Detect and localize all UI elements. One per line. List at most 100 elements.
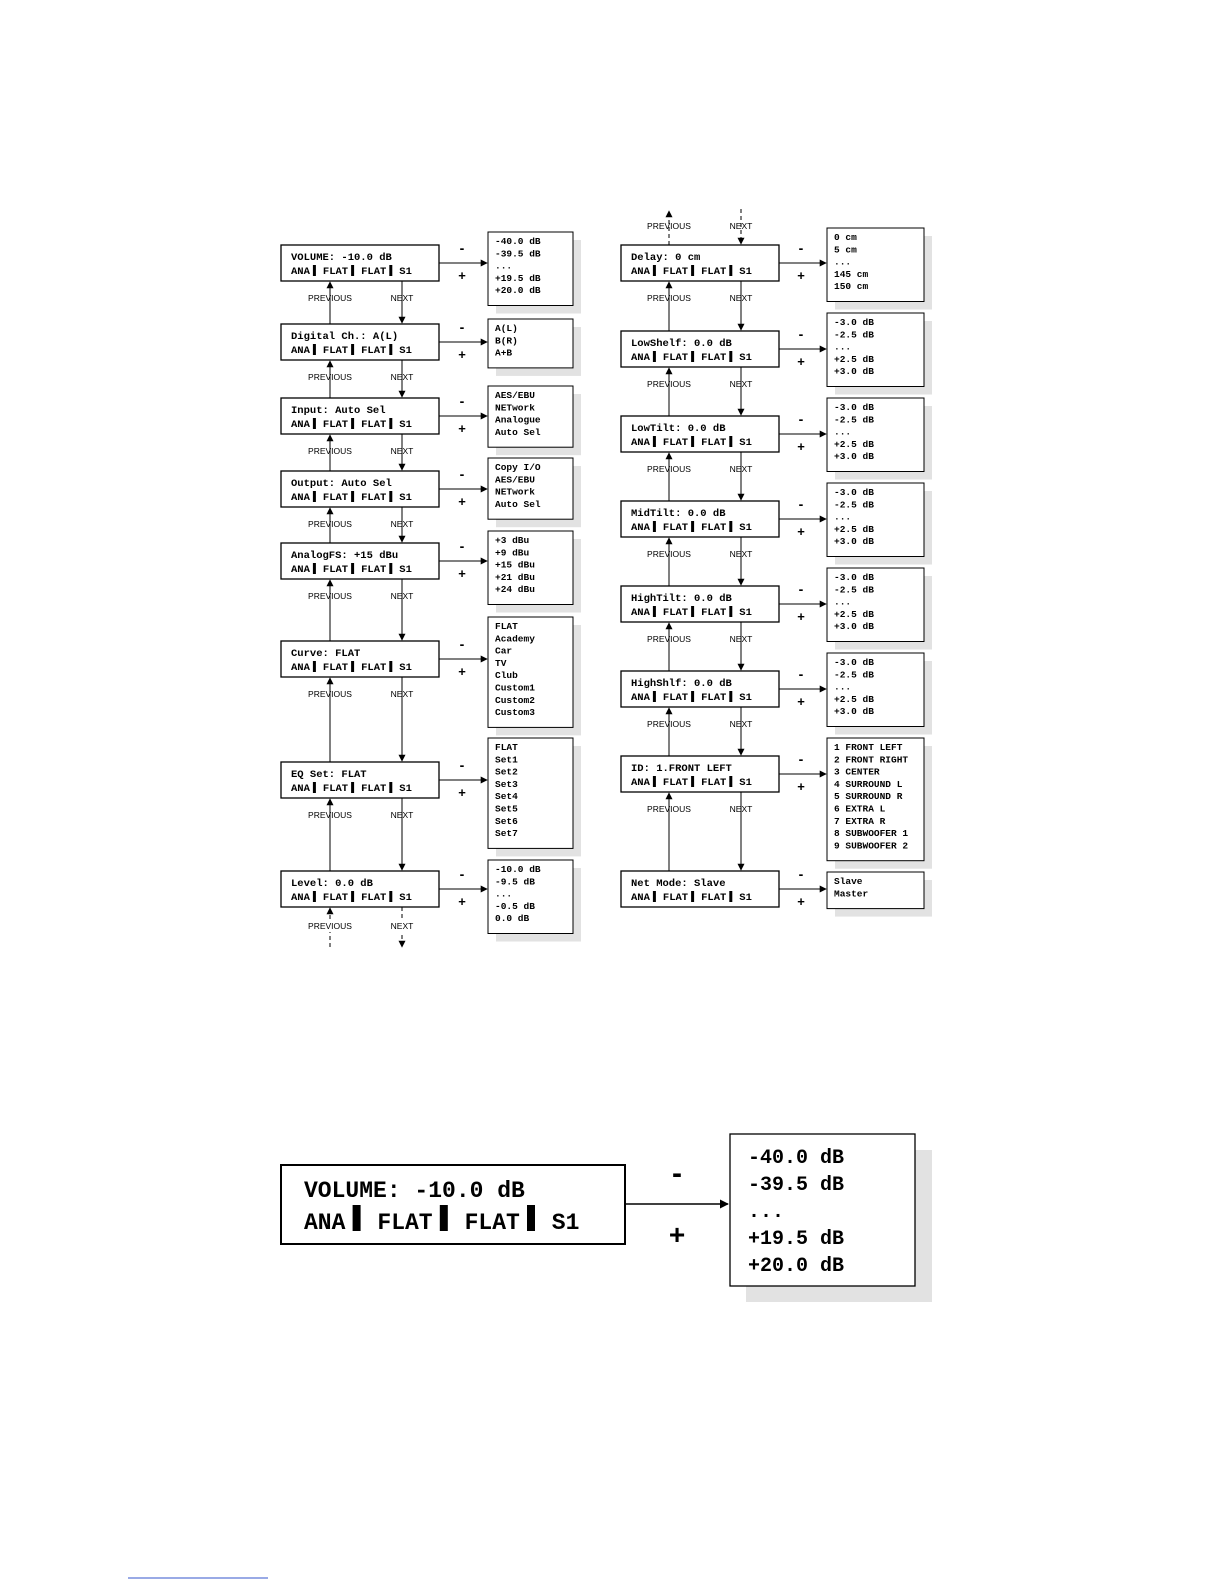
lcd-display-box: [280, 640, 440, 678]
option-value: ...: [834, 257, 851, 268]
status-field-3: S1: [739, 437, 752, 449]
status-field-2: FLAT: [701, 266, 726, 278]
options-box-large: [729, 1133, 916, 1287]
options-box: [826, 652, 925, 727]
option-value: Analogue: [495, 415, 541, 426]
option-value: +21 dBu: [495, 572, 535, 583]
status-field-1: FLAT: [323, 564, 348, 576]
lcd-display-box: [620, 755, 780, 793]
status-separator: [652, 265, 656, 276]
options-box: [826, 871, 925, 910]
option-value: +15 dBu: [495, 560, 535, 571]
status-separator: [352, 1205, 361, 1231]
status-field-3: S1: [739, 692, 752, 704]
status-field-3: S1: [399, 345, 412, 357]
next-label: NEXT: [391, 810, 414, 820]
option-value: 9 SUBWOOFER 2: [834, 840, 908, 851]
status-field-1: FLAT: [323, 783, 348, 795]
status-field-2: FLAT: [361, 266, 386, 278]
status-field-0: ANA: [304, 1210, 346, 1236]
option-value: ...: [834, 342, 851, 353]
options-box: [826, 227, 925, 302]
status-separator: [729, 691, 733, 702]
previous-label: PREVIOUS: [647, 293, 691, 303]
status-separator: [652, 521, 656, 532]
option-value: Academy: [495, 633, 535, 644]
status-separator: [652, 691, 656, 702]
option-value: Car: [495, 646, 512, 657]
option-value: -3.0 dB: [834, 657, 874, 668]
option-value: B(R): [495, 335, 518, 346]
status-separator: [729, 776, 733, 787]
status-field-2: FLAT: [361, 419, 386, 431]
option-value: 8 SUBWOOFER 1: [834, 828, 908, 839]
status-separator: [312, 563, 316, 574]
option-value: 3 CENTER: [834, 767, 880, 778]
next-label: NEXT: [730, 549, 753, 559]
status-field-1: FLAT: [663, 437, 688, 449]
status-field-3: S1: [399, 492, 412, 504]
previous-label: PREVIOUS: [308, 293, 352, 303]
status-field-3: S1: [739, 892, 752, 904]
status-separator: [351, 418, 355, 429]
status-field-2: FLAT: [361, 783, 386, 795]
status-field-2: FLAT: [701, 522, 726, 534]
status-field-0: ANA: [291, 783, 311, 795]
previous-label: PREVIOUS: [308, 810, 352, 820]
previous-label: PREVIOUS: [308, 446, 352, 456]
minus-sign-large: -: [672, 1157, 682, 1190]
status-field-0: ANA: [291, 345, 311, 357]
status-field-0: ANA: [631, 266, 651, 278]
status-separator: [351, 265, 355, 276]
plus-sign: +: [797, 439, 805, 454]
status-field-0: ANA: [631, 892, 651, 904]
next-label: NEXT: [391, 591, 414, 601]
status-field-0: ANA: [631, 607, 651, 619]
option-value: Master: [834, 888, 869, 899]
status-field-0: ANA: [291, 419, 311, 431]
status-separator: [691, 776, 695, 787]
status-field-1: FLAT: [323, 492, 348, 504]
status-separator: [691, 521, 695, 532]
status-separator: [351, 782, 355, 793]
previous-label: PREVIOUS: [308, 921, 352, 931]
option-value: Custom2: [495, 695, 535, 706]
status-separator: [389, 265, 393, 276]
option-value: Custom1: [495, 683, 535, 694]
option-value: +24 dBu: [495, 584, 535, 595]
options-box: [487, 318, 574, 369]
option-value: Club: [495, 670, 518, 681]
status-field-1: FLAT: [323, 662, 348, 674]
status-field-0: ANA: [291, 892, 311, 904]
status-separator: [351, 563, 355, 574]
lcd-title: Curve: FLAT: [291, 648, 360, 660]
status-field-1: FLAT: [663, 892, 688, 904]
option-value-large: -39.5 dB: [748, 1174, 844, 1197]
minus-sign: -: [460, 393, 465, 409]
status-separator: [389, 418, 393, 429]
option-value: ...: [834, 597, 851, 608]
status-field-0: ANA: [631, 437, 651, 449]
option-value: Copy I/O: [495, 462, 541, 473]
lcd-title: MidTilt: 0.0 dB: [631, 508, 726, 520]
option-value: A(L): [495, 323, 518, 334]
option-value: -3.0 dB: [834, 402, 874, 413]
lcd-title: Net Mode: Slave: [631, 878, 726, 890]
option-value: -2.5 dB: [834, 499, 874, 510]
option-value: A+B: [495, 348, 512, 359]
status-field-3: S1: [552, 1210, 580, 1236]
status-separator: [729, 606, 733, 617]
option-value: -39.5 dB: [495, 248, 541, 259]
options-box: [826, 312, 925, 387]
status-separator: [691, 891, 695, 902]
previous-label: PREVIOUS: [647, 221, 691, 231]
plus-sign: +: [458, 785, 466, 800]
label-backdrop: [300, 920, 360, 932]
